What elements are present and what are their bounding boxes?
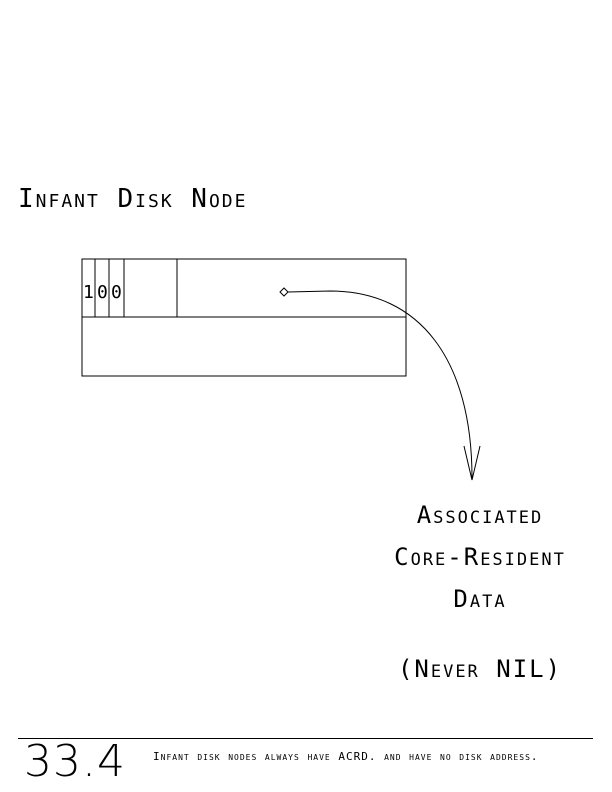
bit-value-2: 0 xyxy=(97,282,108,303)
bit-value-3: 0 xyxy=(111,282,122,303)
target-label-line-3: Data xyxy=(453,585,507,613)
target-label-line-1: Associated xyxy=(416,501,544,529)
figure-caption: Infant disk nodes always have ACRD. and … xyxy=(153,750,539,763)
pointer-arrowhead xyxy=(463,445,481,481)
figure-number: 33.4 xyxy=(24,736,126,787)
target-note: (Never NIL) xyxy=(397,655,563,683)
pointer-origin-diamond xyxy=(279,287,289,297)
pointer-arrow-curve xyxy=(287,290,473,479)
target-label: Associated Core-Resident Data xyxy=(360,494,600,620)
diagram-title: Infant Disk Node xyxy=(18,184,248,214)
footer-rule xyxy=(18,738,593,739)
bit-value-1: 1 xyxy=(83,282,94,303)
target-label-line-2: Core-Resident xyxy=(394,543,566,571)
